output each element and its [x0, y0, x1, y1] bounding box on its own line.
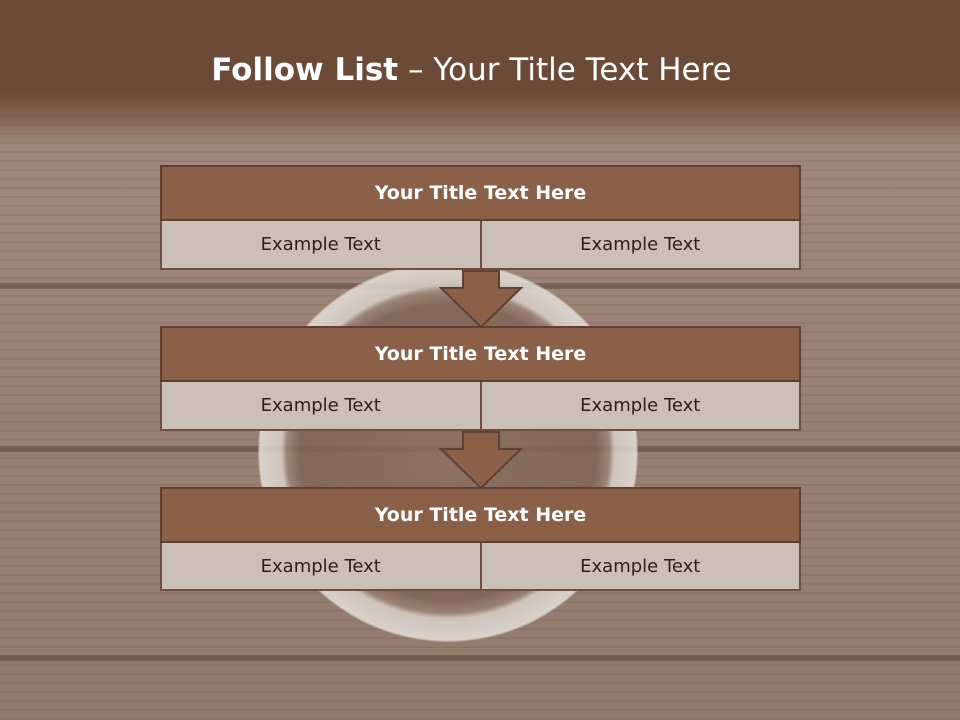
- list-block-3: Your Title Text Here Example Text Exampl…: [160, 487, 801, 591]
- slide-title-rest: – Your Title Text Here: [407, 52, 732, 88]
- block-title: Your Title Text Here: [160, 487, 801, 543]
- block-cell-left: Example Text: [160, 543, 482, 591]
- block-title: Your Title Text Here: [160, 165, 801, 221]
- list-block-2: Your Title Text Here Example Text Exampl…: [160, 326, 801, 431]
- block-cell-right: Example Text: [481, 221, 801, 270]
- block-cell-left: Example Text: [160, 221, 482, 270]
- title-bar: [0, 0, 960, 145]
- block-cell-left: Example Text: [160, 382, 482, 431]
- list-block-1: Your Title Text Here Example Text Exampl…: [160, 165, 801, 270]
- slide-title: Follow List – Your Title Text Here: [0, 52, 943, 88]
- block-row: Example Text Example Text: [160, 221, 801, 270]
- down-arrow-icon: [439, 270, 523, 328]
- down-arrow-icon: [439, 431, 523, 489]
- block-cell-right: Example Text: [481, 382, 801, 431]
- slide-title-bold: Follow List: [211, 52, 399, 88]
- block-cell-right: Example Text: [481, 543, 801, 591]
- block-title: Your Title Text Here: [160, 326, 801, 382]
- plank-divider: [0, 655, 960, 661]
- block-row: Example Text Example Text: [160, 382, 801, 431]
- block-row: Example Text Example Text: [160, 543, 801, 591]
